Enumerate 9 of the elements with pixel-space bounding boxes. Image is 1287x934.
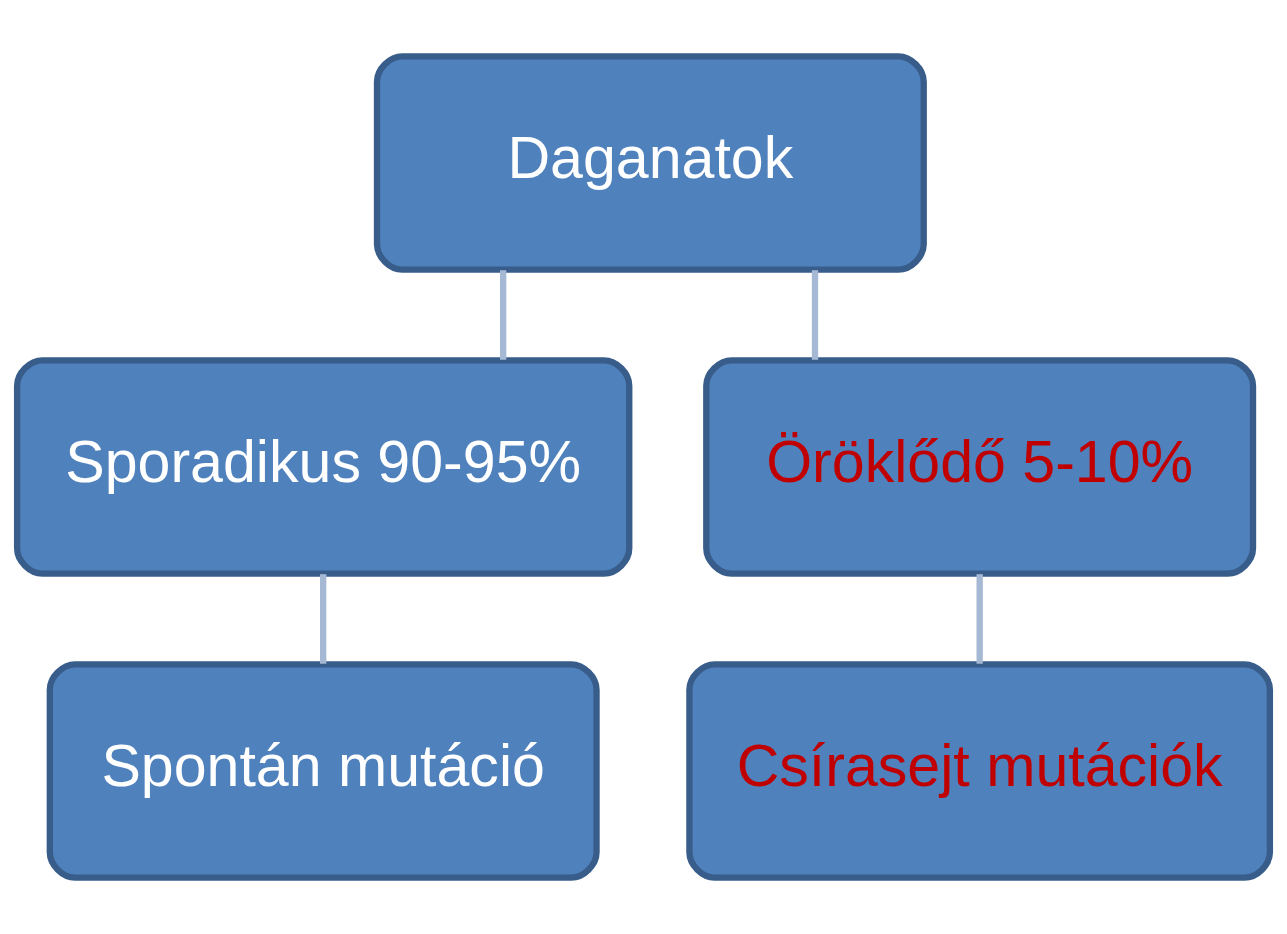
connector bbox=[320, 574, 327, 664]
connector bbox=[499, 270, 507, 360]
node-box: Csírasejt mutációk bbox=[686, 661, 1274, 881]
node-box: Spontán mutáció bbox=[46, 661, 600, 881]
connector bbox=[811, 270, 819, 360]
node-box: Öröklődő 5-10% bbox=[703, 357, 1257, 577]
node-box: Daganatok bbox=[373, 53, 927, 273]
node-box: Sporadikus 90-95% bbox=[13, 357, 633, 577]
connector bbox=[976, 574, 983, 664]
